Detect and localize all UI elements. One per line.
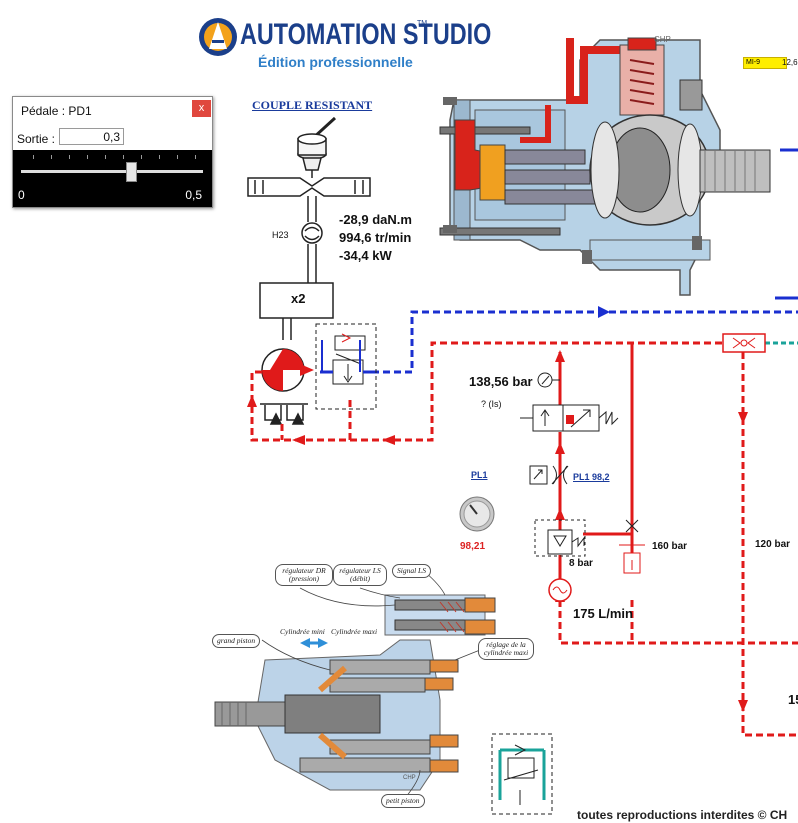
teal-relief-valve bbox=[491, 733, 553, 815]
shuttle-valve bbox=[722, 333, 766, 353]
pedal-slider[interactable]: 0 0,5 bbox=[13, 150, 212, 207]
mi9-badge: MI-9 bbox=[743, 57, 787, 69]
arrow-up bbox=[247, 395, 257, 407]
pedal-window: Pédale : PD1 x Sortie : 0 0,5 bbox=[12, 96, 213, 208]
label-cylindree-maxi: Cylindrée maxi bbox=[331, 627, 378, 636]
callout-regulator-dr: régulateur DR (pression) bbox=[275, 564, 333, 586]
pump-cutaway-label: CHP bbox=[654, 35, 671, 44]
slider-tick bbox=[105, 155, 106, 159]
copyright-footer: toutes reproductions interdites © CH bbox=[577, 808, 788, 822]
pilot-lines-red bbox=[250, 341, 745, 442]
pump-symbol-icon bbox=[261, 348, 314, 392]
pump-diagram-illustration bbox=[214, 594, 496, 791]
slider-tick bbox=[123, 155, 124, 159]
callout-signal-ls: Signal LS bbox=[392, 564, 431, 578]
pump-diagram-label: CHP bbox=[403, 775, 416, 781]
check-valve-8bar bbox=[534, 519, 586, 557]
callout-regulator-ls: régulateur LS (débit) bbox=[333, 564, 387, 586]
close-button[interactable]: x bbox=[192, 100, 211, 117]
pl1-dial-value: 98,21 bbox=[460, 541, 486, 552]
speed-value: 994,6 tr/min bbox=[339, 230, 412, 245]
arrow-left bbox=[382, 435, 395, 445]
pressure-gauge-icon bbox=[537, 372, 560, 388]
relief-valve-left bbox=[315, 323, 377, 410]
output-value-field[interactable] bbox=[59, 128, 124, 145]
callout-reglage: réglage de la cylindrée maxi bbox=[478, 638, 534, 660]
couple-resistant-link[interactable]: COUPLE RESISTANT bbox=[252, 98, 373, 112]
power-value: -34,4 kW bbox=[339, 248, 392, 263]
slider-min-label: 0 bbox=[18, 188, 25, 202]
check-valve-label: 8 bar bbox=[569, 558, 593, 569]
callout-grand-piston: grand piston bbox=[212, 634, 261, 648]
brand-name: AUTOMATION STUDIO bbox=[240, 18, 492, 51]
callout-petit-piston: petit piston bbox=[381, 794, 425, 808]
automation-studio-logo-icon bbox=[199, 18, 237, 56]
tank-symbols bbox=[260, 403, 308, 425]
label-cylindree-mini: Cylindrée mini bbox=[280, 627, 325, 636]
arrow-left bbox=[292, 435, 305, 445]
status-label: ? (Is) bbox=[481, 399, 502, 409]
relief-160-label: 160 bar bbox=[652, 541, 688, 552]
slider-tick bbox=[69, 155, 70, 159]
pl1-link[interactable]: PL1 bbox=[471, 470, 488, 480]
pedal-window-title: Pédale : PD1 bbox=[21, 104, 92, 118]
slider-tick bbox=[51, 155, 52, 159]
slider-tick bbox=[159, 155, 160, 159]
slider-thumb[interactable] bbox=[125, 162, 137, 182]
torque-value: -28,9 daN.m bbox=[339, 212, 412, 227]
flow-value: 175 L/min bbox=[573, 606, 633, 621]
gear-ratio: x2 bbox=[291, 291, 306, 306]
gauge-pressure-value: 138,56 bar bbox=[469, 374, 533, 389]
output-label: Sortie : bbox=[17, 132, 56, 146]
mi9-value: 12,6 bbox=[782, 58, 798, 67]
partial-right-value: 15 bbox=[788, 692, 798, 707]
slider-tick bbox=[177, 155, 178, 159]
slider-tick bbox=[87, 155, 88, 159]
slider-max-label: 0,5 bbox=[185, 188, 202, 202]
brand-edition: Édition professionnelle bbox=[258, 54, 413, 70]
brand-trademark: TM bbox=[417, 20, 428, 27]
sensor-label: H23 bbox=[272, 230, 289, 240]
slider-tick bbox=[33, 155, 34, 159]
slider-tick bbox=[195, 155, 196, 159]
relief-valve-160 bbox=[619, 519, 645, 574]
load-assembly bbox=[247, 116, 371, 340]
slider-track[interactable] bbox=[21, 170, 203, 173]
relief-120-label: 120 bar bbox=[755, 539, 791, 550]
pl1-valve-link[interactable]: PL1 98,2 bbox=[573, 472, 610, 482]
flow-meter-icon bbox=[548, 578, 572, 602]
pump-cutaway-illustration bbox=[439, 37, 771, 296]
directional-valve bbox=[520, 404, 619, 432]
slider-tick bbox=[141, 155, 142, 159]
pl1-dial-icon[interactable] bbox=[459, 496, 495, 532]
flow-control-valve bbox=[529, 465, 569, 485]
